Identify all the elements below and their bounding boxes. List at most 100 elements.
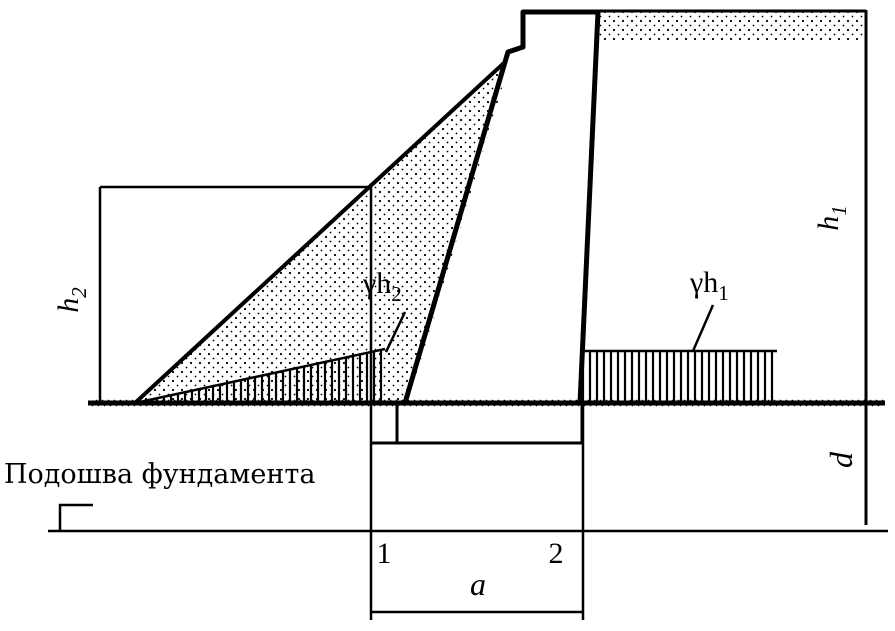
ground-hatch-mark [799,399,806,407]
gamma-h2-subscript: 2 [391,282,402,306]
ground-hatch-mark [763,399,770,407]
ground-hatch-mark [295,399,302,407]
ground-hatch-mark [781,399,788,407]
ground-hatch-mark [283,399,290,407]
ground-hatch-mark [163,399,170,407]
ground-hatch-mark [115,399,122,407]
passive-pressure-edge [134,347,386,405]
ground-hatch-mark [439,399,446,407]
h1-subscript: 1 [827,205,851,216]
ground-hatch-mark [451,399,458,407]
ground-hatch-mark [247,399,254,407]
ground-hatch-mark [529,399,536,407]
ground-hatch-mark [673,399,680,407]
ground-hatch-mark [289,399,296,407]
ground-hatch-mark [601,399,608,407]
gamma-h2-leader [384,311,407,353]
ground-hatch-mark [445,399,452,407]
ground-hatch-mark [547,399,554,407]
ground-hatch-mark [811,399,818,407]
ground-hatch-mark [871,399,878,407]
ground-hatch-mark [391,399,398,407]
ground-hatch-mark [631,399,638,407]
ground-hatch-mark [157,399,164,407]
ground-hatch-mark [769,399,776,407]
ground-hatch-mark [91,399,98,407]
ground-hatch-mark [103,399,110,407]
ground-hatch-mark [463,399,470,407]
ground-hatch-mark [499,399,506,407]
gamma-h2-symbol: γh [362,267,391,300]
ground-hatch-mark [397,399,404,407]
point-2-label: 2 [549,537,564,570]
ground-hatch-mark [775,399,782,407]
ground-hatch-mark [517,399,524,407]
ground-hatch-mark [607,399,614,407]
ground-hatch-mark [817,399,824,407]
gamma-h1-symbol: γh [689,266,718,299]
ground-hatch-mark [373,399,380,407]
ground-hatch-mark [415,399,422,407]
ground-hatch-mark [175,399,182,407]
ground-hatch-mark [685,399,692,407]
ground-hatch-mark [349,399,356,407]
ground-hatch-mark [223,399,230,407]
ground-hatch-mark [667,399,674,407]
ground-hatch-mark [385,399,392,407]
ground-hatch-mark [259,399,266,407]
ground-hatch-mark [475,399,482,407]
ground-hatch-mark [421,399,428,407]
ground-hatch-mark [649,399,656,407]
ground-hatch-mark [637,399,644,407]
gamma-h2-label: γh2 [362,267,402,306]
base-level-marker [58,503,93,531]
ground-hatch-mark [457,399,464,407]
ground-hatch-mark [169,399,176,407]
ground-hatch-mark [379,399,386,407]
d-label: d [823,451,859,468]
h2-label: h2 [52,287,91,313]
ground-hatch-mark [589,399,596,407]
ground-hatch-mark [565,399,572,407]
ground-hatch-mark [199,399,206,407]
h1-symbol: h [812,216,845,231]
ground-hatch-mark [253,399,260,407]
ground-hatch-mark [523,399,530,407]
ground-hatch-mark [793,399,800,407]
ground-hatch-mark [109,399,116,407]
ground-hatch-mark [331,399,338,407]
ground-hatch-mark [757,399,764,407]
ground-hatch-mark [715,399,722,407]
ground-hatch-mark [241,399,248,407]
ground-hatch-mark [427,399,434,407]
ground-hatch-mark [265,399,272,407]
ground-hatch-mark [433,399,440,407]
ground-hatch-mark [505,399,512,407]
ground-hatch-mark [487,399,494,407]
soil-slope-line [133,60,507,405]
ground-hatch-mark [337,399,344,407]
ground-hatch-mark [511,399,518,407]
ground-hatch-mark [805,399,812,407]
ground-hatch-mark [343,399,350,407]
ground-hatch-mark [541,399,548,407]
ground-hatch-mark [205,399,212,407]
ground-hatch-mark [643,399,650,407]
ground-hatch-mark [835,399,842,407]
h1-label: h1 [812,205,851,231]
ground-hatch-mark [535,399,542,407]
ground-hatch-mark [721,399,728,407]
h2-symbol: h [52,298,85,313]
ground-hatch-mark [859,399,866,407]
ground-hatch-mark [409,399,416,407]
h2-subscript: 2 [67,287,91,298]
ground-hatch-mark [733,399,740,407]
ground-hatch-mark [625,399,632,407]
ground-hatch-mark [211,399,218,407]
a-label: a [470,566,486,602]
ground-hatch-mark [847,399,854,407]
foundation-outline [371,403,584,445]
ground-hatch-mark [751,399,758,407]
ground-hatch-mark [559,399,566,407]
